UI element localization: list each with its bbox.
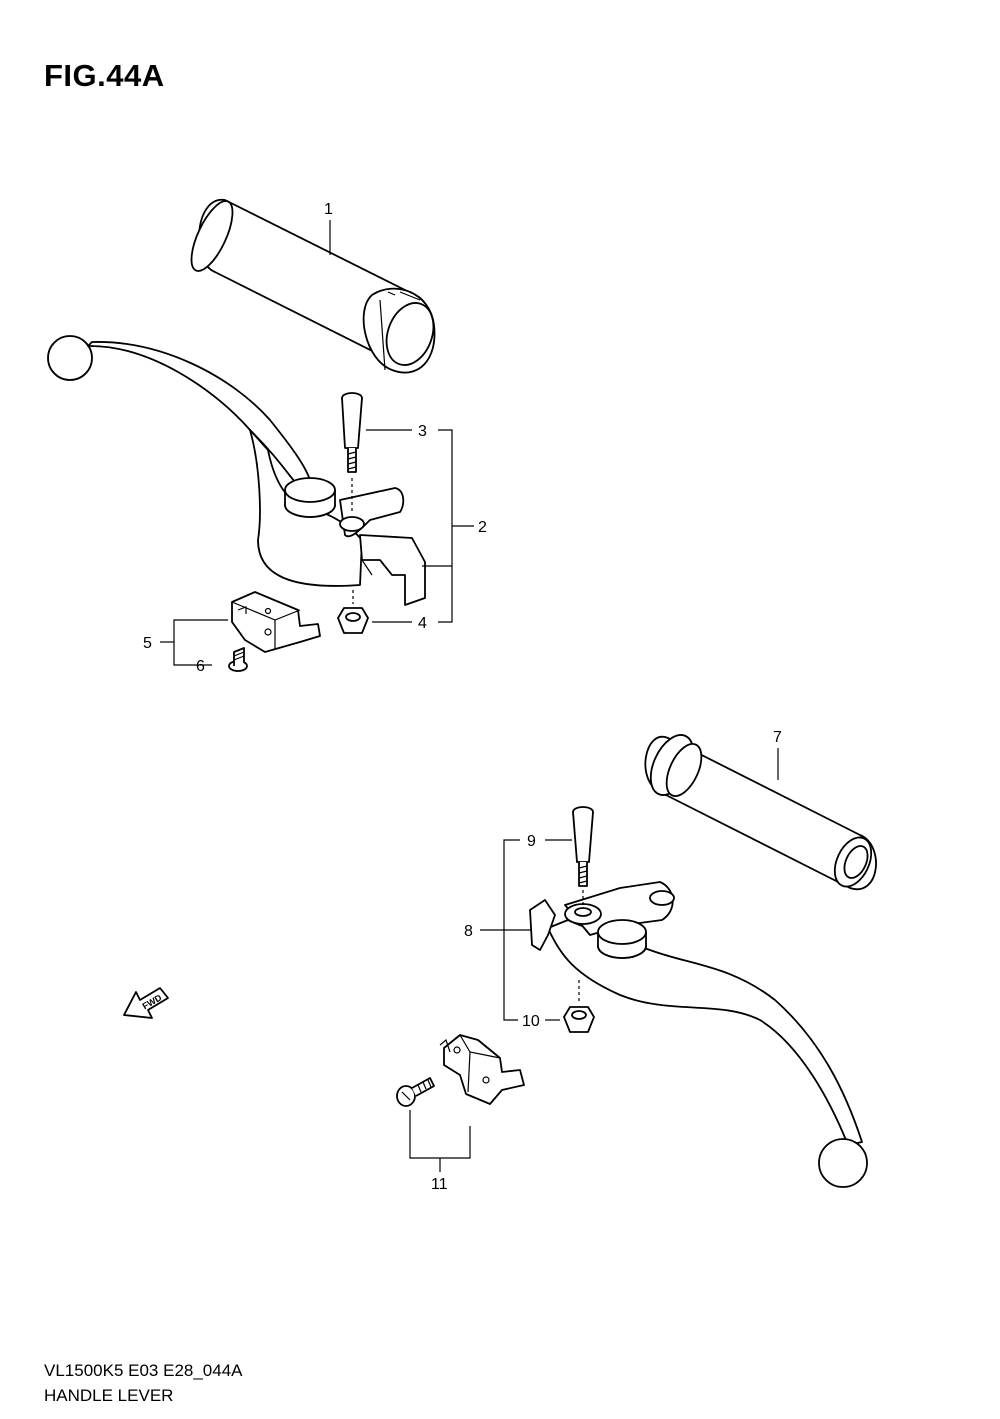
- figure-title: FIG.44A: [44, 58, 165, 93]
- callout-7: 7: [773, 729, 782, 746]
- part-9-pivot-bolt-right[interactable]: [572, 806, 594, 887]
- callout-6: 6: [196, 658, 205, 675]
- part-4-nut-left[interactable]: [337, 607, 369, 634]
- part-1-handle-grip-left[interactable]: [183, 196, 441, 374]
- part-11-screw-right[interactable]: [396, 1077, 435, 1107]
- figure-footer: VL1500K5 E03 E28_044A HANDLE LEVER: [44, 1358, 243, 1408]
- section-name: HANDLE LEVER: [44, 1386, 174, 1405]
- part-2-lever-left[interactable]: [47, 335, 426, 606]
- part-5-switch-left[interactable]: [231, 591, 321, 653]
- callout-2: 2: [478, 519, 487, 536]
- bracket-2: [438, 429, 453, 623]
- washer-left: [339, 516, 365, 532]
- part-10-nut-right[interactable]: [563, 1006, 595, 1033]
- callout-8: 8: [464, 923, 473, 940]
- part-6-screw-left[interactable]: [228, 647, 248, 672]
- part-3-pivot-bolt-left[interactable]: [341, 392, 363, 473]
- washer-right: [564, 903, 602, 925]
- bracket-11: [409, 1110, 471, 1159]
- part-11-switch-right[interactable]: [439, 1034, 525, 1105]
- fwd-direction-marker: FWD: [123, 987, 169, 1019]
- callout-11: 11: [431, 1176, 448, 1193]
- callout-5: 5: [143, 635, 152, 652]
- callout-1: 1: [324, 201, 333, 218]
- adjuster-knob-left: [284, 477, 336, 518]
- callout-3: 3: [418, 423, 427, 440]
- part-7-handle-grip-right[interactable]: [642, 728, 878, 892]
- callout-4: 4: [418, 615, 427, 632]
- adjuster-knob-right: [597, 919, 647, 959]
- model-code: VL1500K5 E03 E28_044A: [44, 1361, 243, 1380]
- callout-9: 9: [527, 833, 536, 850]
- callout-10: 10: [522, 1013, 540, 1030]
- part-8-lever-right[interactable]: [529, 881, 868, 1188]
